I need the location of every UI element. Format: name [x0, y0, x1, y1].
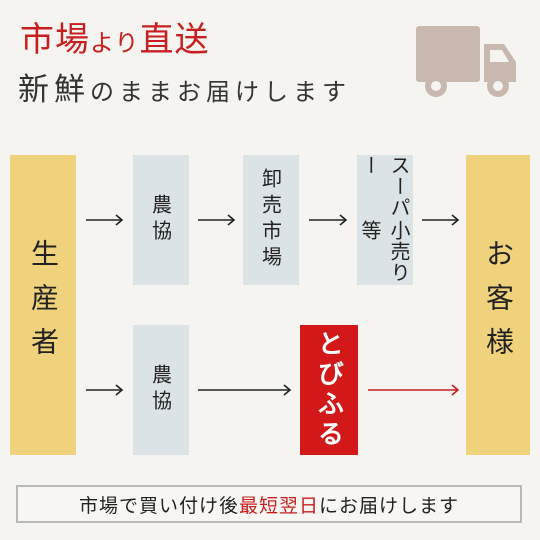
customer-label: お客様: [482, 239, 515, 371]
supermarket-label: スーパー: [358, 155, 411, 218]
headline-market: 市場: [20, 20, 90, 60]
headline-fresh: 新鮮: [18, 72, 90, 108]
wholesale-market-box: 卸売市場: [243, 155, 299, 285]
delivery-truck-icon: [416, 26, 516, 97]
retail-label: 小売り等: [358, 220, 411, 283]
headline-from: より: [90, 29, 140, 57]
customer-box: お客様: [466, 155, 530, 455]
banner-text-a: 市場で買い付け後: [78, 494, 239, 517]
arrow-producer-to-lower-cooperative: [86, 384, 124, 396]
banner-text-earliest-next-day: 最短翌日: [238, 494, 319, 517]
tobifuru-label: とびふる: [313, 330, 344, 450]
arrow-cooperative-to-wholesale: [198, 214, 236, 226]
lower-cooperative-box: 農協: [133, 325, 189, 455]
producer-box: 生産者: [10, 155, 76, 455]
arrow-producer-to-cooperative: [86, 214, 124, 226]
headline-direct: 直送: [139, 20, 210, 60]
banner-text-c: にお届けします: [319, 494, 460, 517]
tobifuru-box: とびふる: [300, 325, 358, 455]
wholesale-market-label: 卸売市場: [258, 168, 283, 272]
upper-cooperative-box: 農協: [133, 155, 189, 285]
delivery-banner: 市場で買い付け後最短翌日にお届けします: [16, 485, 522, 523]
upper-cooperative-label: 農協: [148, 194, 173, 246]
arrow-retail-to-customer: [422, 214, 460, 226]
headline-direct-from-market: 市場より直送: [20, 12, 210, 61]
lower-cooperative-label: 農協: [148, 364, 173, 416]
headline-fresh-delivery: 新鮮のままお届けします: [18, 64, 351, 109]
producer-label: 生産者: [27, 239, 60, 371]
arrow-tobifuru-to-customer: [368, 384, 460, 396]
supermarket-retail-box: スーパー 小売り等: [357, 155, 413, 285]
arrow-wholesale-to-retail: [309, 214, 348, 226]
arrow-cooperative-to-tobifuru: [198, 384, 292, 396]
headline-deliver-as-is: のままお届けします: [90, 78, 351, 106]
